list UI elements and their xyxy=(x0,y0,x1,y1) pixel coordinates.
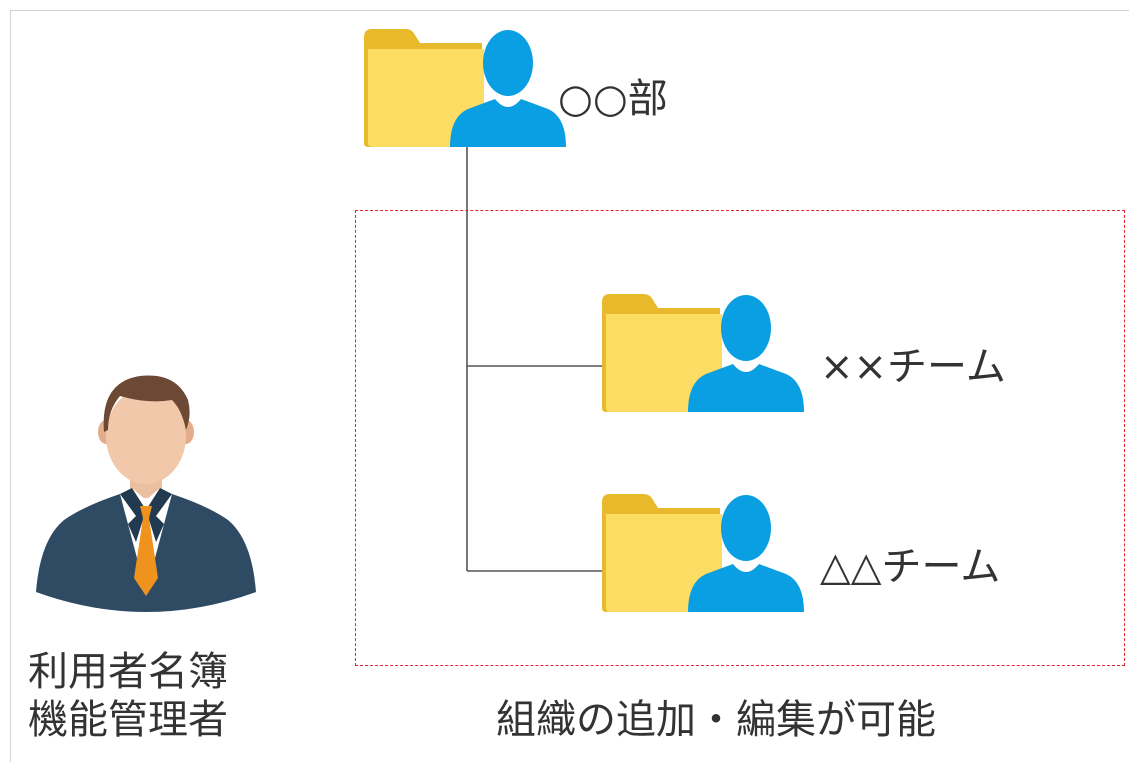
caption-text: 組織の追加・編集が可能 xyxy=(496,697,936,743)
node-label-team-tri: △△チーム xyxy=(820,544,1001,590)
node-label-team-x: ××チーム xyxy=(820,344,1006,390)
folder-user-icon xyxy=(364,29,566,147)
business-person-icon xyxy=(36,360,256,615)
frame-border-left xyxy=(10,10,11,762)
role-label-line-1: 利用者名簿 xyxy=(28,649,228,695)
role-label: 利用者名簿 機能管理者 xyxy=(28,648,228,744)
node-label-dept: ○○部 xyxy=(558,76,668,122)
editable-area-highlight xyxy=(355,210,1125,666)
folder-user-icon xyxy=(602,294,804,412)
folder-user-icon xyxy=(602,494,804,612)
frame-border-top xyxy=(10,10,1129,11)
role-label-line-2: 機能管理者 xyxy=(28,697,228,743)
